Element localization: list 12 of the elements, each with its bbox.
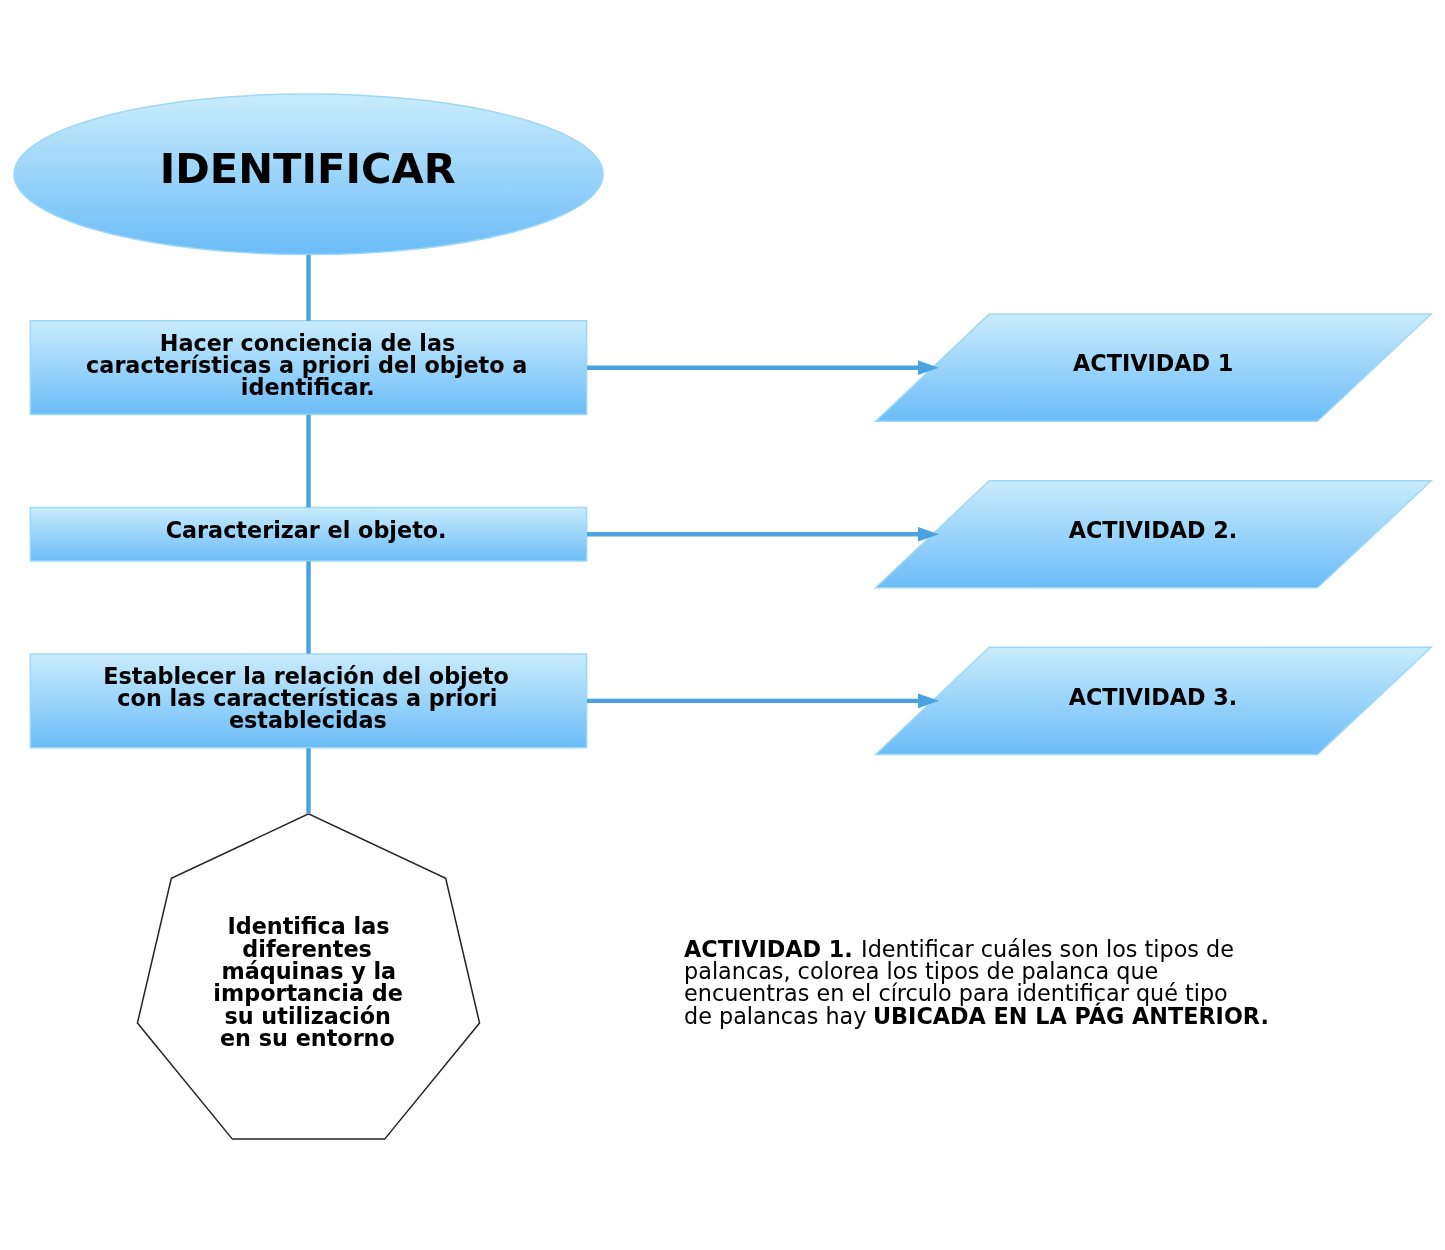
node-box: Caracterizar el objeto.	[29, 506, 588, 562]
connector	[306, 748, 311, 814]
node-ellipse: IDENTIFICAR	[13, 93, 604, 256]
arrow	[587, 526, 939, 542]
node-box: Establecer la relación del objeto con las características a priori establecidas	[29, 653, 588, 749]
arrow	[587, 360, 939, 375]
connector	[306, 414, 311, 508]
node-box: Hacer conciencia de las características a priori del objeto a identificar.	[29, 320, 588, 416]
connector	[306, 561, 311, 654]
arrow	[587, 693, 939, 709]
label: ACTIVIDAD 1. Identificar cuáles son los tipos de palancas, colorea los tipos de palanca que encuentras en el círculo para identificar qué tipo de palancas hay UBICADA EN LA PÁG ANTERIOR.	[684, 935, 1269, 1029]
connector	[306, 254, 311, 321]
